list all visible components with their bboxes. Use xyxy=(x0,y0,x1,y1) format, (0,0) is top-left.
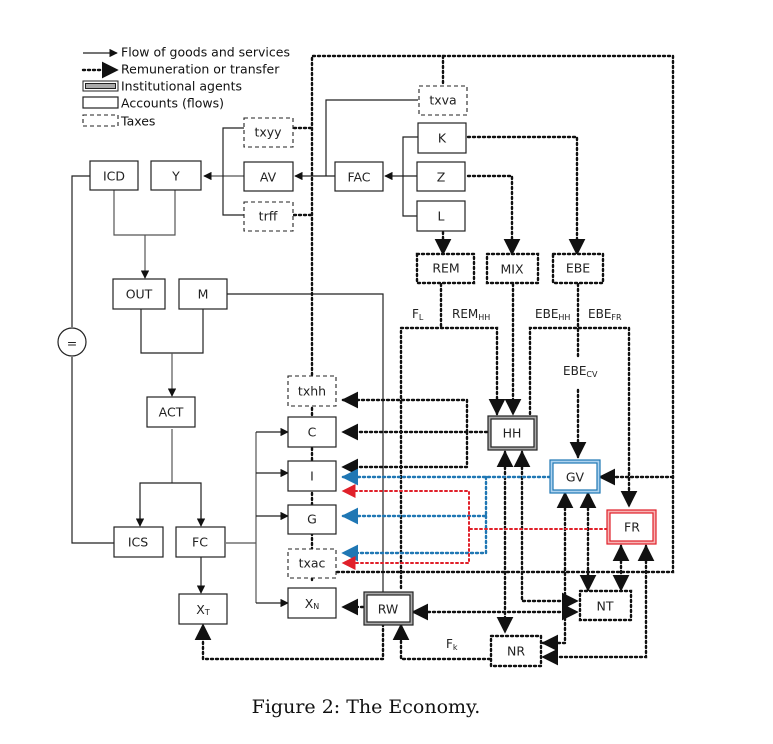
node-label: C xyxy=(308,425,317,440)
node-m[interactable]: M xyxy=(178,278,228,310)
node-label: txva xyxy=(429,93,456,108)
node-label: txac xyxy=(299,556,326,571)
node-label: trff xyxy=(259,209,278,224)
node-g[interactable]: G xyxy=(287,504,337,535)
node-txva[interactable]: txva xyxy=(418,85,468,116)
node-label: NR xyxy=(507,644,525,659)
node-label: EBE xyxy=(566,261,590,276)
node-label: G xyxy=(307,512,317,527)
legend-item-account: Accounts (flows) xyxy=(82,96,224,111)
node-rem[interactable]: REM xyxy=(415,252,476,285)
node-label: RW xyxy=(378,602,399,617)
node-label: ICS xyxy=(128,535,148,550)
node-fac[interactable]: FAC xyxy=(334,161,384,192)
node-xn[interactable]: XN xyxy=(287,587,337,619)
legend-item-transfer: Remuneration or transfer xyxy=(81,62,280,79)
legend-label: Remuneration or transfer xyxy=(121,62,280,77)
node-label: AV xyxy=(260,170,277,185)
legend-label: Accounts (flows) xyxy=(121,96,224,111)
node-label: XT xyxy=(196,602,210,617)
node-label: ICD xyxy=(103,169,125,184)
flow-label-ebehh: EBEHH xyxy=(535,307,570,322)
node-c[interactable]: C xyxy=(287,416,337,448)
node-label: FAC xyxy=(347,170,370,185)
node-txac[interactable]: txac xyxy=(287,548,337,579)
legend-label: Institutional agents xyxy=(121,79,242,94)
figure-caption: Figure 2: The Economy. xyxy=(252,696,481,718)
node-gv[interactable]: GV xyxy=(549,459,601,494)
node-label: Z xyxy=(437,170,446,185)
account-box-icon xyxy=(82,96,119,109)
node-label: Y xyxy=(171,169,180,184)
flow-label-fk: Fk xyxy=(446,637,458,652)
node-act[interactable]: ACT xyxy=(146,396,196,428)
node-label: M xyxy=(198,287,209,302)
node-label: txyy xyxy=(254,125,282,140)
flow-label-ebecv: EBECV xyxy=(563,364,598,379)
solid-connectors xyxy=(71,99,418,608)
firms-connectors xyxy=(341,484,608,570)
node-label: I xyxy=(310,469,314,484)
node-mix[interactable]: MIX xyxy=(485,252,540,285)
node-rw[interactable]: RW xyxy=(363,591,414,626)
node-label: txhh xyxy=(298,384,326,399)
node-nr[interactable]: NR xyxy=(489,634,543,668)
flow-label-ebefr: EBEFR xyxy=(588,307,622,322)
node-label: MIX xyxy=(500,262,523,277)
node-av[interactable]: AV xyxy=(243,161,294,192)
node-label: K xyxy=(438,131,447,146)
node-y[interactable]: Y xyxy=(150,160,202,191)
svg-text:=: = xyxy=(67,336,77,351)
transfer-connectors xyxy=(194,54,675,666)
node-label: FR xyxy=(624,520,640,535)
legend-label: Flow of goods and services xyxy=(121,45,290,60)
node-i[interactable]: I xyxy=(287,460,337,492)
node-nt[interactable]: NT xyxy=(578,589,633,622)
node-label: OUT xyxy=(126,287,153,302)
node-out[interactable]: OUT xyxy=(112,278,166,310)
node-label: XN xyxy=(305,596,320,611)
flow-label-remhh: REMHH xyxy=(452,307,490,322)
node-trff[interactable]: trff xyxy=(243,201,294,232)
node-label: HH xyxy=(503,426,522,441)
node-xt[interactable]: XT xyxy=(178,593,228,625)
node-txyy[interactable]: txyy xyxy=(243,117,294,148)
node-z[interactable]: Z xyxy=(416,161,466,192)
legend-item-institutional: Institutional agents xyxy=(82,79,242,94)
legend-label: Taxes xyxy=(120,114,155,129)
node-l[interactable]: L xyxy=(416,200,466,232)
node-fc[interactable]: FC xyxy=(175,526,226,558)
node-label: ACT xyxy=(159,405,184,420)
node-ics[interactable]: ICS xyxy=(113,526,164,558)
node-hh[interactable]: HH xyxy=(487,415,538,451)
node-label: REM xyxy=(432,261,459,276)
node-label: GV xyxy=(566,470,585,485)
legend-item-tax: Taxes xyxy=(82,114,155,129)
tax-box-icon xyxy=(82,114,119,127)
node-k[interactable]: K xyxy=(417,122,467,154)
node-label: L xyxy=(438,209,445,224)
node-icd[interactable]: ICD xyxy=(89,160,139,191)
flow-label-fl: FL xyxy=(412,307,424,322)
equals-symbol: = xyxy=(57,327,87,357)
node-fr[interactable]: FR xyxy=(606,509,657,545)
legend-item-flow: Flow of goods and services xyxy=(83,45,290,60)
node-txhh[interactable]: txhh xyxy=(287,375,337,407)
node-label: FC xyxy=(192,535,208,550)
node-label: NT xyxy=(597,599,614,614)
node-ebe[interactable]: EBE xyxy=(551,252,605,285)
government-connectors xyxy=(341,468,552,562)
legend: Flow of goods and services Remuneration … xyxy=(81,45,290,129)
